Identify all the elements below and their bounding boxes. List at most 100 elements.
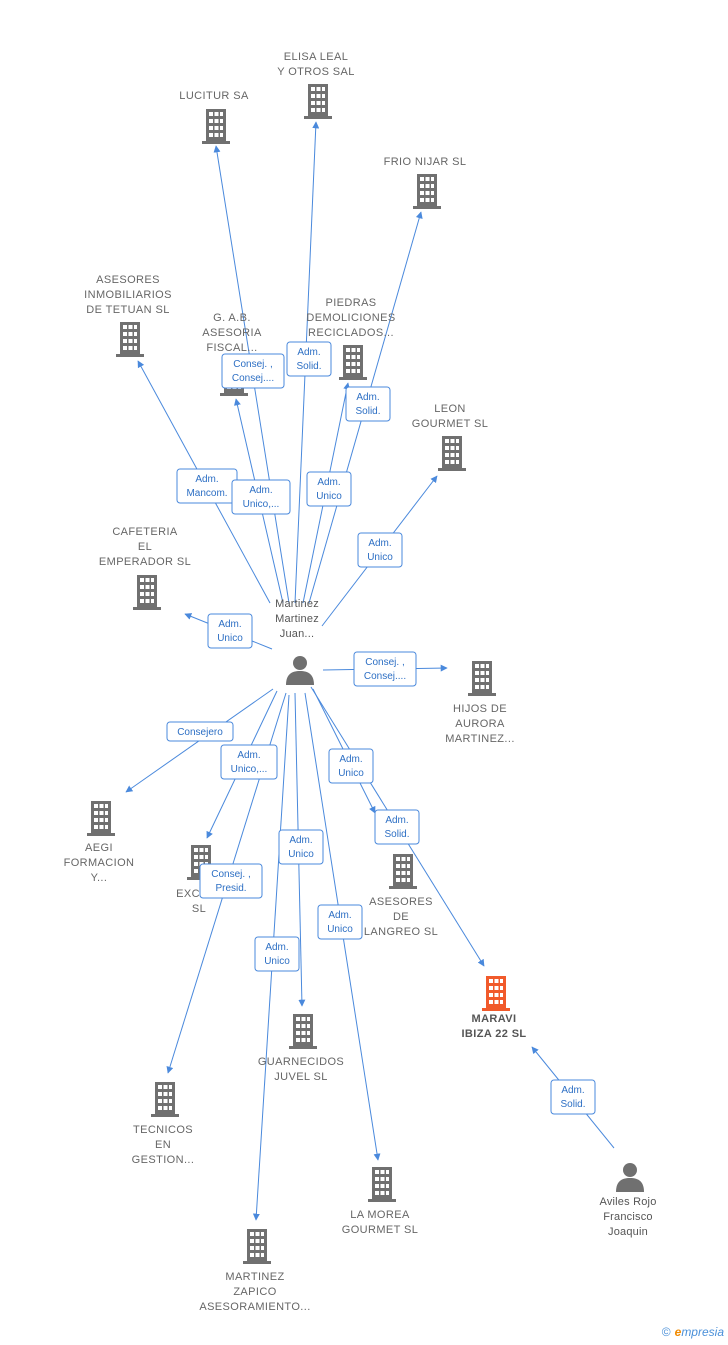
- node-label-line: HIJOS DE: [453, 703, 507, 715]
- edge-label[interactable]: Adm. Unico: [328, 748, 374, 784]
- node-label-line: Joaquin: [608, 1226, 648, 1238]
- edge-label-box: [220, 744, 278, 780]
- building-icon: [468, 661, 496, 696]
- edge-label-text: Unico: [264, 956, 290, 967]
- building-icon: [339, 345, 367, 380]
- edge-label-text: Presid.: [215, 883, 246, 894]
- node-asesores-langreo[interactable]: ASESORES DE LANGREO SL: [364, 854, 438, 938]
- edge-label[interactable]: Adm.Unico: [357, 532, 403, 568]
- node-label-line: CAFETERIA: [112, 526, 178, 538]
- node-frio[interactable]: FRIO NIJAR SL: [384, 156, 467, 209]
- edge-label-text: Adm.: [289, 835, 312, 846]
- edge-label[interactable]: Adm.Mancom.: [176, 468, 238, 504]
- edge-label[interactable]: Adm.Solid.: [550, 1079, 596, 1115]
- node-label-line: EMPERADOR SL: [99, 556, 191, 568]
- node-label-line: ZAPICO: [233, 1286, 276, 1298]
- node-label-line: G. A.B.: [213, 312, 251, 324]
- node-guarnecidos[interactable]: GUARNECIDOS JUVEL SL: [258, 1014, 344, 1083]
- node-label-line: ASESORIA: [202, 327, 262, 339]
- node-zapico[interactable]: MARTINEZZAPICOASESORAMIENTO...: [199, 1229, 310, 1313]
- edge-label-text: Unico,...: [243, 499, 280, 510]
- node-label-line: LA MOREA: [350, 1209, 410, 1221]
- edge-label-text: Adm.: [368, 538, 391, 549]
- edge-label-box: [306, 471, 352, 507]
- edge-label[interactable]: Adm.Solid.: [286, 341, 332, 377]
- node-label-line: LUCITUR SA: [179, 90, 249, 102]
- node-label-line: LEON: [434, 403, 466, 415]
- node-label-line: FRIO NIJAR SL: [384, 156, 467, 168]
- edge-label[interactable]: Adm.Unico: [317, 904, 363, 940]
- node-label-line: AEGI: [85, 842, 113, 854]
- edge-label-text: Consej. ,: [365, 657, 404, 668]
- node-label-line: GOURMET SL: [342, 1224, 419, 1236]
- edge-label[interactable]: Consej. ,Consej....: [353, 651, 417, 687]
- edge-label-text: Unico: [316, 491, 342, 502]
- node-hijos[interactable]: HIJOS DEAURORAMARTINEZ...: [445, 661, 515, 745]
- node-label-line: FISCAL...: [206, 342, 257, 354]
- edge-label[interactable]: Consej. ,Consej....: [221, 353, 285, 389]
- empresia-logo[interactable]: ©empresia: [662, 1325, 724, 1339]
- edge-label-box: [231, 479, 291, 515]
- edge-label[interactable]: Consej. ,Presid.: [199, 863, 263, 899]
- node-aegi[interactable]: AEGIFORMACIONY...: [64, 801, 135, 884]
- node-label-line: GOURMET SL: [412, 418, 489, 430]
- building-icon: [202, 109, 230, 144]
- edge-label-text: Consej....: [232, 373, 274, 384]
- edge-label[interactable]: Adm.Unico,...: [231, 479, 291, 515]
- node-leon[interactable]: LEON GOURMET SL: [412, 403, 489, 471]
- node-label-line: ASESORES: [369, 896, 433, 908]
- edge-label-text: Adm.: [317, 477, 340, 488]
- edge-labels-layer: Consej. ,Consej....Adm.Solid.Adm.Solid.A…: [166, 341, 596, 1115]
- node-label-line: MARTINEZ...: [445, 733, 515, 745]
- edge-label-box: [328, 748, 374, 784]
- edge-label-text: Adm.: [356, 392, 379, 403]
- node-label-line: PIEDRAS: [325, 297, 376, 309]
- node-lamorea[interactable]: LA MOREA GOURMET SL: [342, 1167, 419, 1236]
- node-label-line: LANGREO SL: [364, 926, 438, 938]
- edge-label-text: Unico: [288, 849, 314, 860]
- node-label-line: ASESORAMIENTO...: [199, 1301, 310, 1313]
- building-icon: [413, 174, 441, 209]
- edge-label-text: Consejero: [177, 727, 223, 738]
- node-label-line: JUVEL SL: [274, 1071, 328, 1083]
- edge-label-text: Adm.: [237, 750, 260, 761]
- node-gab[interactable]: G. A.B. ASESORIA FISCAL...: [202, 312, 262, 396]
- edge-label-text: Adm.: [297, 347, 320, 358]
- edge-label[interactable]: Adm.Solid.: [374, 809, 420, 845]
- edge-label[interactable]: Consejero: [166, 721, 234, 742]
- node-label-line: INMOBILIARIOS: [84, 289, 172, 301]
- node-martinez[interactable]: MartinezMartinezJuan...: [275, 598, 319, 685]
- node-lucitur[interactable]: LUCITUR SA: [179, 90, 249, 144]
- node-label-line: GUARNECIDOS: [258, 1056, 344, 1068]
- node-tecnicos[interactable]: TECNICOSENGESTION...: [132, 1082, 195, 1166]
- node-label-line: EN: [155, 1139, 171, 1151]
- node-piedras[interactable]: PIEDRASDEMOLICIONESRECICLADOS...: [306, 297, 395, 380]
- building-icon: [289, 1014, 317, 1049]
- person-icon: [286, 656, 314, 685]
- edge-label-box: [317, 904, 363, 940]
- edge-label-text: Adm.: [385, 815, 408, 826]
- edge-label-box: [221, 353, 285, 389]
- edge-label-text: Unico: [327, 924, 353, 935]
- brand-mark: e: [674, 1325, 682, 1339]
- edge-label[interactable]: Adm.Unico: [207, 613, 253, 649]
- edge-label[interactable]: Adm.Unico,...: [220, 744, 278, 780]
- node-label-line: DEMOLICIONES: [306, 312, 395, 324]
- edge-label-text: Adm.: [339, 754, 362, 765]
- edge-label-box: [207, 613, 253, 649]
- edge-label-text: Unico: [338, 768, 364, 779]
- edge-label[interactable]: Adm. Unico: [278, 829, 324, 865]
- edge-label[interactable]: Adm.Unico: [254, 936, 300, 972]
- building-icon: [133, 575, 161, 610]
- edge-label[interactable]: Adm. Unico: [306, 471, 352, 507]
- building-icon: [389, 854, 417, 889]
- edge-label-box: [353, 651, 417, 687]
- node-label-line: DE: [393, 911, 409, 923]
- edge-label[interactable]: Adm.Solid.: [345, 386, 391, 422]
